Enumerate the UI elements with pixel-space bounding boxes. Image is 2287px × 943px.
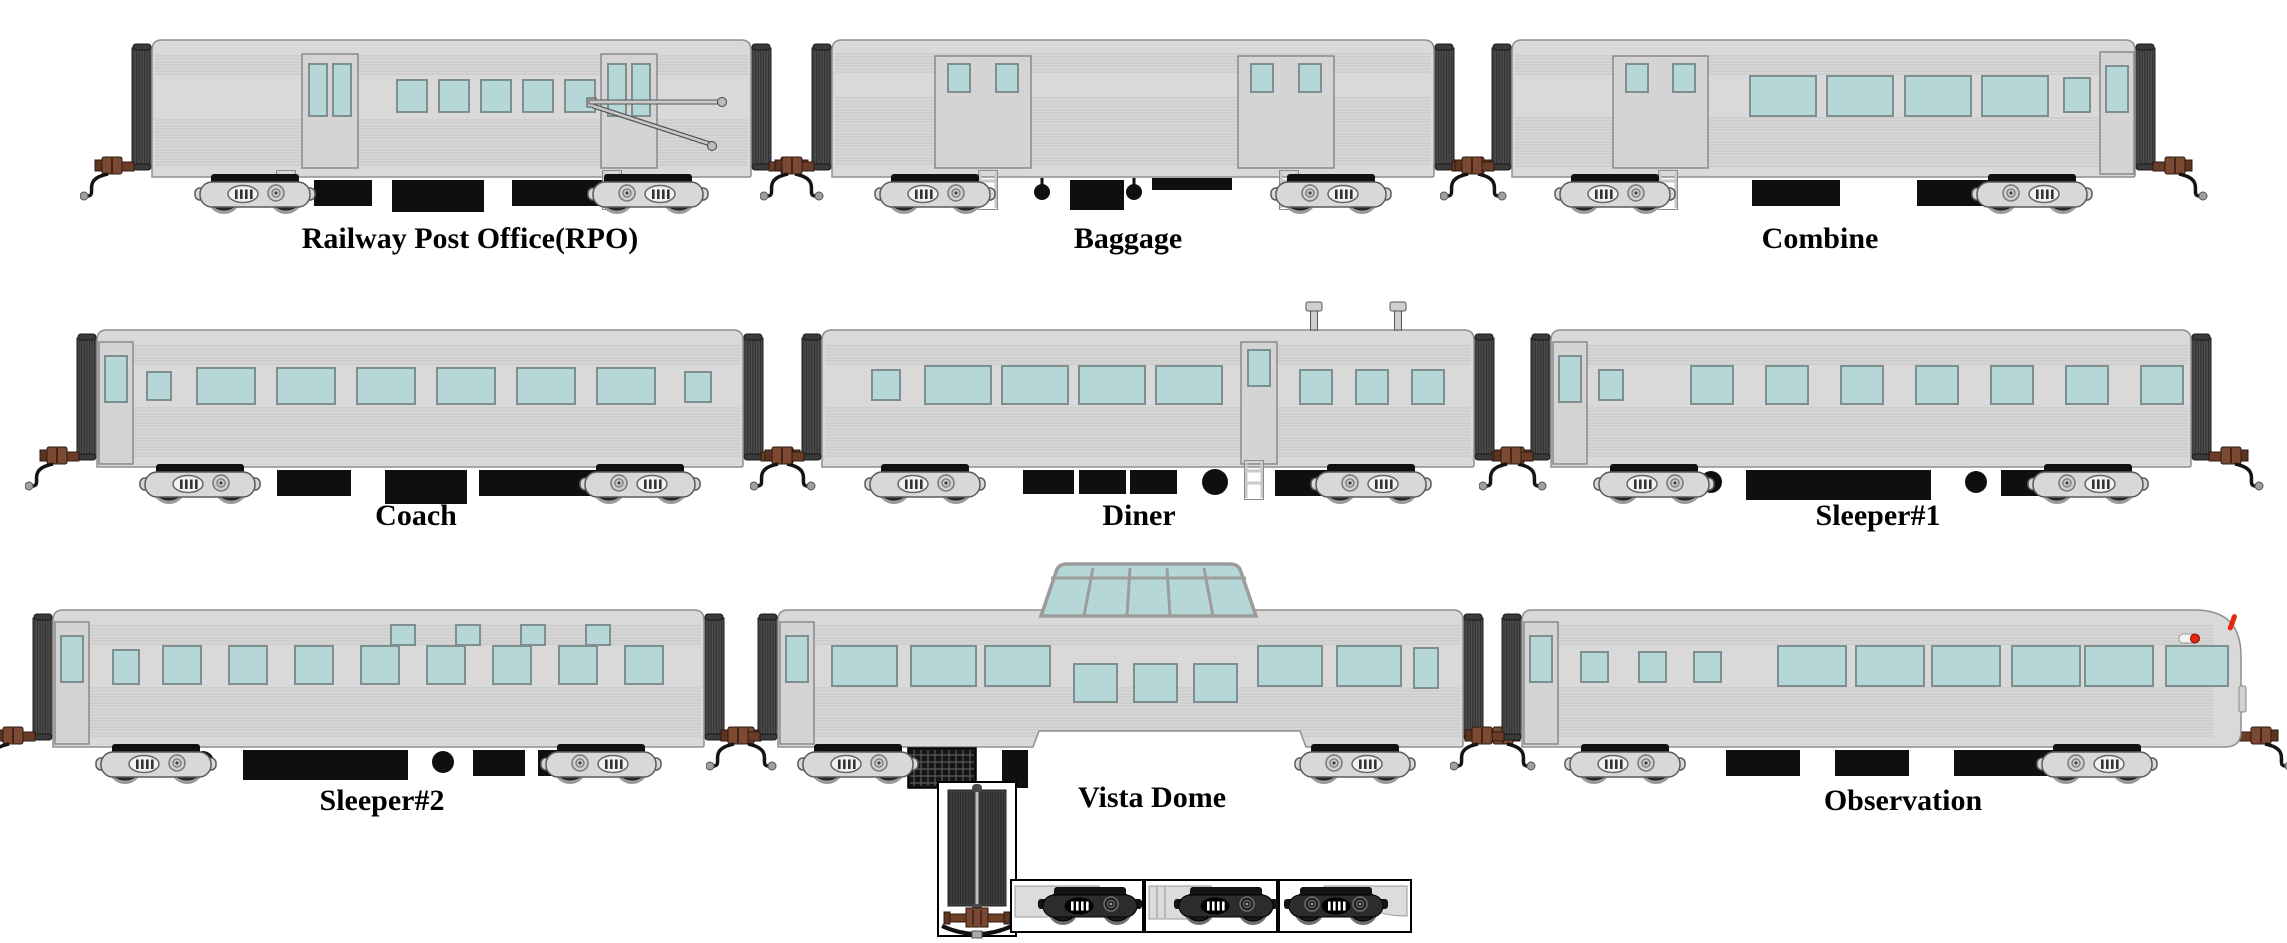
car-illustration-baggage [760,39,1507,214]
car-label-sleeper2: Sleeper#2 [319,784,445,817]
car-illustration-coach [25,329,816,504]
car-illustration-observation [1450,609,2287,784]
car-illustration-railway-post-office [80,39,824,214]
car-label-rpo: Railway Post Office(RPO) [301,222,639,255]
car-illustration-combine [1440,39,2208,214]
car-illustration-diner [750,301,1547,504]
car-label-sleeper1: Sleeper#1 [1815,499,1941,532]
car-label-combine: Combine [1761,222,1879,255]
car-illustration-sleeper1 [1479,329,2264,504]
car-illustration-vista-dome [706,562,1536,789]
spare-parts-boxes [937,781,1412,939]
car-label-coach: Coach [375,499,457,532]
car-label-diner: Diner [1102,499,1176,532]
car-label-observation: Observation [1823,784,1983,817]
car-label-baggage: Baggage [1073,222,1183,255]
car-illustration-sleeper2 [0,609,777,784]
car-label-vista-dome: Vista Dome [1077,781,1227,814]
